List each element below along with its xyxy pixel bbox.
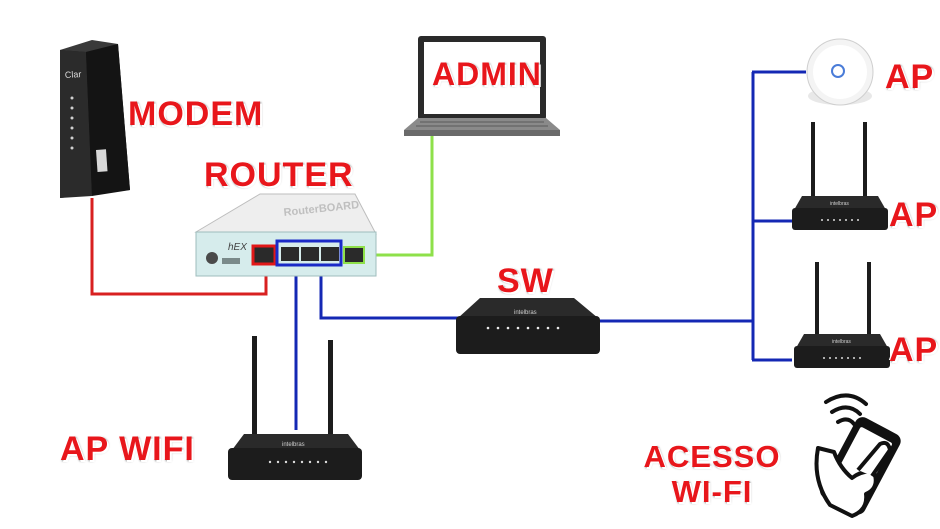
cable-modem-router bbox=[90, 198, 268, 296]
label-modem: MODEM bbox=[128, 95, 264, 133]
cable-admin-router bbox=[357, 136, 434, 257]
label-ap-middle: AP bbox=[889, 196, 939, 234]
ap-wifi-brand-text: intelbras bbox=[282, 442, 305, 448]
label-ap-bottom: AP bbox=[889, 331, 939, 369]
smartphone-wifi-icon bbox=[814, 393, 901, 518]
label-router: ROUTER bbox=[204, 156, 354, 194]
ap-middle-brand-text: intelbras bbox=[830, 201, 849, 207]
wifi-router-icon: intelbras bbox=[794, 262, 890, 368]
modem-icon: Clar bbox=[60, 40, 130, 198]
laptop-icon bbox=[404, 36, 560, 136]
switch-brand-text: intelbras bbox=[514, 310, 537, 316]
wifi-router-icon: intelbras bbox=[792, 122, 888, 230]
label-acesso-wifi: ACESSO WI-FI bbox=[632, 439, 792, 509]
wifi-router-icon: intelbras bbox=[228, 336, 362, 480]
access-point-icon bbox=[806, 38, 874, 106]
label-acesso-line1: ACESSO bbox=[643, 439, 781, 474]
label-ap-wifi: AP WIFI bbox=[60, 430, 195, 468]
label-ap-top: AP bbox=[885, 58, 935, 96]
switch-icon: intelbras bbox=[456, 298, 600, 354]
modem-brand-text: Clar bbox=[65, 69, 82, 80]
router-model-text: hEX bbox=[228, 242, 247, 253]
router-port-5 bbox=[343, 246, 365, 264]
router-icon: RouterBOARD hEX bbox=[194, 193, 377, 277]
router-port-wan bbox=[251, 244, 277, 266]
router-ports-lan bbox=[275, 239, 343, 267]
label-admin: ADMIN bbox=[432, 56, 542, 92]
cable-router-switch bbox=[319, 262, 458, 320]
ap-bottom-brand-text: intelbras bbox=[832, 339, 851, 345]
label-acesso-line2: WI-FI bbox=[671, 473, 753, 509]
cables bbox=[90, 70, 806, 430]
label-switch: SW bbox=[497, 262, 554, 300]
